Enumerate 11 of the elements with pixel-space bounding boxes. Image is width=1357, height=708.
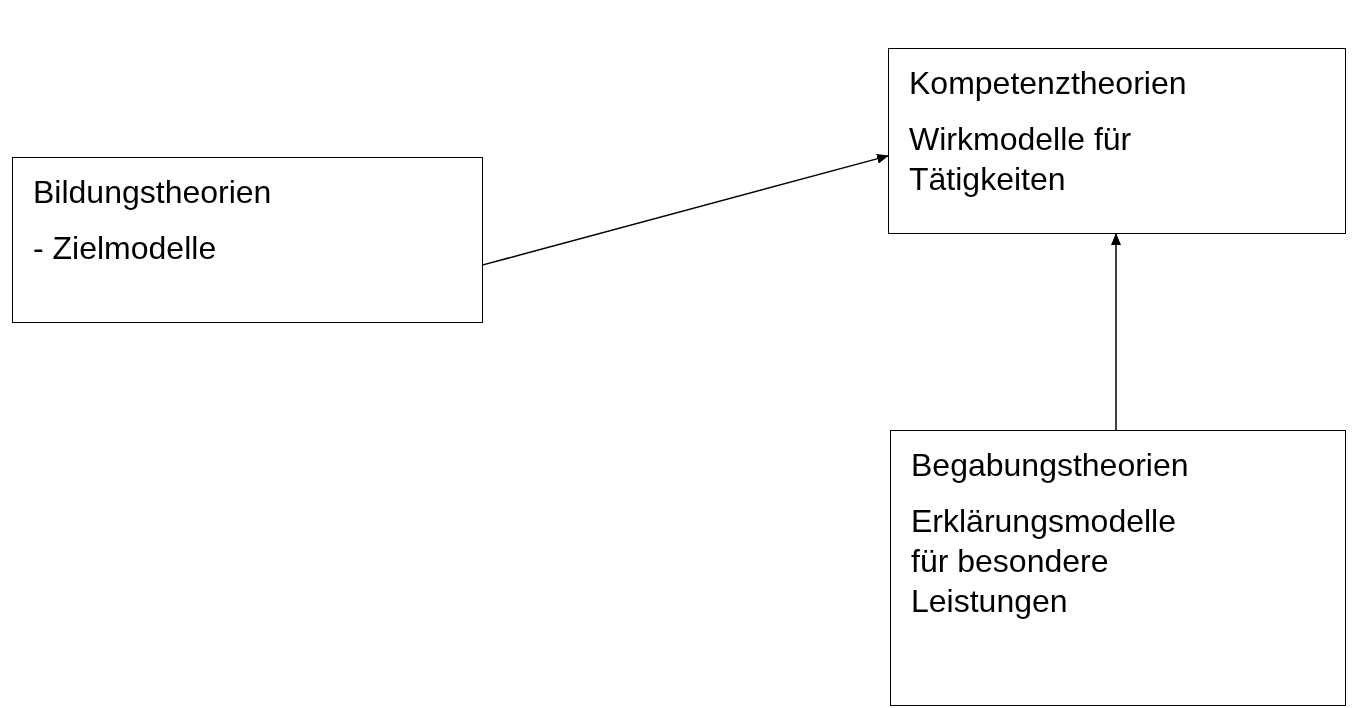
- box-heading: Kompetenztheorien: [909, 64, 1188, 103]
- box-text: Erklärungsmodelle für besondere Leistungen: [911, 502, 1177, 621]
- text-box: [890, 430, 1346, 706]
- arrow: [482, 153, 889, 266]
- box-text: Wirkmodelle für Tätigkeiten: [909, 120, 1133, 199]
- box-heading: Bildungstheorien: [33, 173, 273, 212]
- text-box: [888, 48, 1346, 234]
- text-box: [12, 157, 483, 323]
- box-heading: Begabungstheorien: [911, 446, 1190, 485]
- box-text: - Zielmodelle: [33, 229, 218, 268]
- arrow: [1111, 233, 1121, 431]
